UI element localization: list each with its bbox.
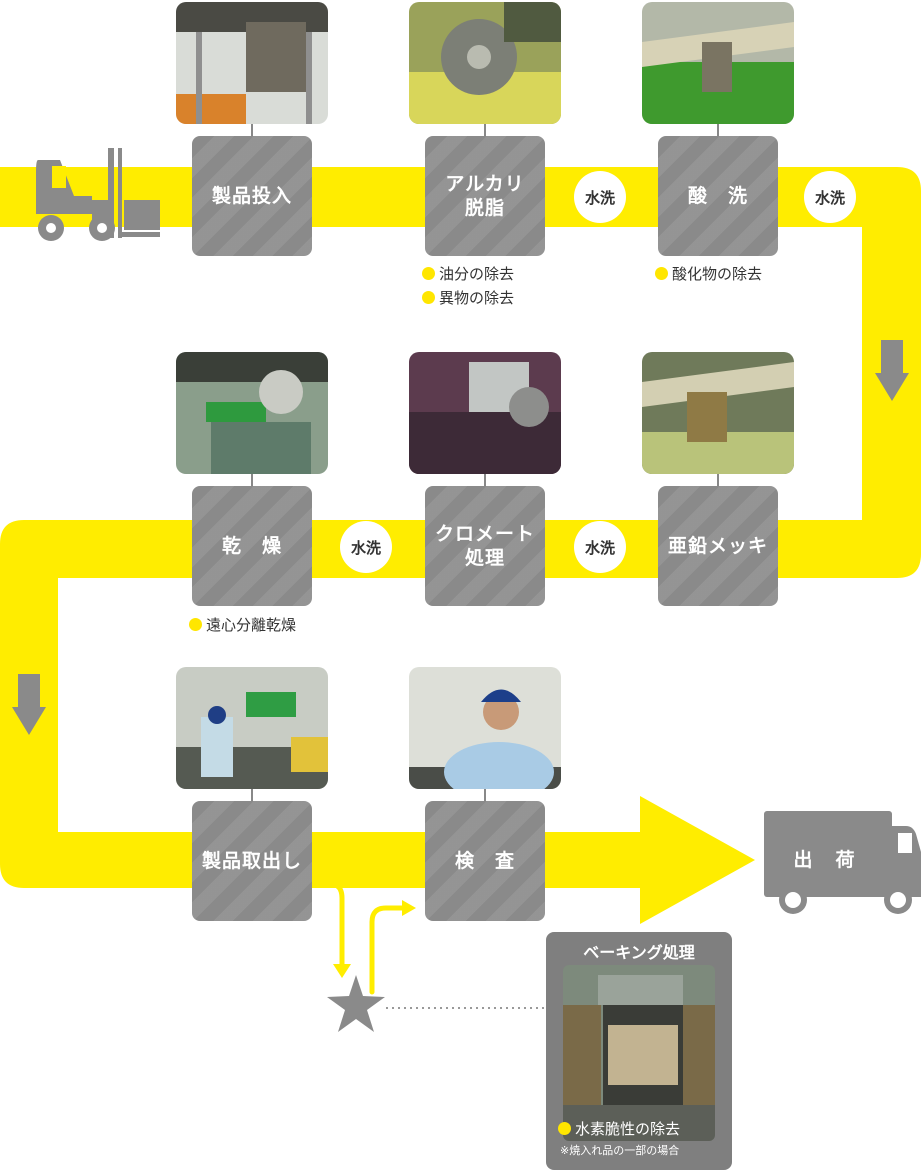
bullet-dot [558, 1122, 571, 1135]
photo-zinc-plating [642, 352, 794, 474]
arrow-down-icon [875, 340, 909, 401]
step-label: 酸 洗 [687, 185, 748, 207]
shipping-label: 出 荷 [793, 849, 857, 871]
step-label-line2: 処理 [464, 547, 505, 569]
note-alkali-foreign: 異物の除去 [422, 287, 514, 309]
wash-badge: 水洗 [574, 521, 626, 573]
step-label-line1: アルカリ [445, 173, 525, 195]
arrow-down-icon [12, 674, 46, 735]
photo-baking-oven [563, 965, 715, 1141]
step-pickling: 酸 洗 [658, 136, 778, 256]
step-product-input: 製品投入 [192, 136, 312, 256]
photo-product-input [176, 2, 328, 124]
photo-product-removal [176, 667, 328, 789]
step-label-line2: 脱脂 [464, 197, 505, 219]
step-label: 亜鉛メッキ [667, 535, 768, 557]
step-drying: 乾 燥 [192, 486, 312, 606]
photo-drying [176, 352, 328, 474]
step-zinc-plating: 亜鉛メッキ [658, 486, 778, 606]
bullet-dot [422, 291, 435, 304]
note-pickling-oxide: 酸化物の除去 [655, 263, 762, 285]
step-label: 乾 燥 [221, 535, 282, 557]
wash-badge: 水洗 [804, 171, 856, 223]
wash-badge: 水洗 [574, 171, 626, 223]
baking-branch-arrows [311, 881, 407, 995]
step-label: 製品取出し [201, 850, 302, 872]
baking-branch-arrowheads [333, 900, 416, 978]
baking-title: ベーキング処理 [583, 943, 695, 962]
baking-subnote: ※焼入れ品の一部の場合 [560, 1144, 680, 1157]
truck-icon [764, 811, 921, 914]
photo-chromate [409, 352, 561, 474]
photo-alkali-degrease [409, 2, 561, 124]
note-drying-centrifugal: 遠心分離乾燥 [189, 614, 296, 636]
baking-box: ベーキング処理 水素脆性の除去 ※焼入れ品の一部の場合 [546, 932, 732, 1170]
step-chromate: クロメート 処理 [425, 486, 545, 606]
step-label: 検 査 [454, 850, 515, 872]
photo-inspection [409, 667, 561, 789]
step-inspection: 検 査 [425, 801, 545, 921]
baking-note: 水素脆性の除去 [558, 1118, 680, 1139]
step-label-line1: クロメート [434, 523, 535, 545]
photo-pickling [642, 2, 794, 124]
step-alkali-degrease: アルカリ 脱脂 [425, 136, 545, 256]
bullet-dot [655, 267, 668, 280]
note-alkali-oil: 油分の除去 [422, 263, 514, 285]
wash-badge: 水洗 [340, 521, 392, 573]
bullet-dot [422, 267, 435, 280]
connector-lines [251, 124, 719, 803]
step-product-removal: 製品取出し [192, 801, 312, 921]
star-icon [327, 975, 385, 1032]
forklift-icon [36, 148, 160, 241]
bullet-dot [189, 618, 202, 631]
step-label: 製品投入 [211, 185, 292, 207]
